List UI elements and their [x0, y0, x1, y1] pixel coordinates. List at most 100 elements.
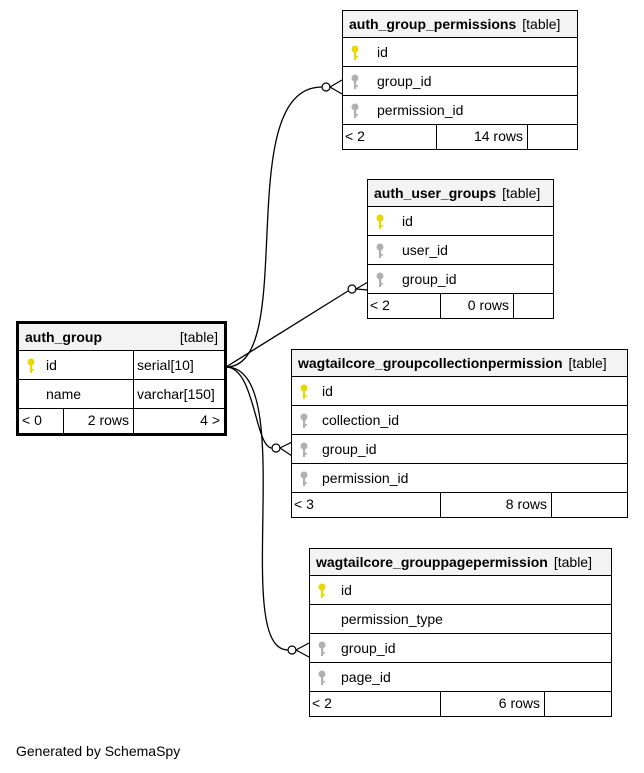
column-name: name: [46, 386, 82, 402]
column-name: id: [377, 44, 388, 60]
column-name: user_id: [402, 242, 448, 258]
column-type: serial[10]: [133, 351, 194, 379]
parents-count[interactable]: < 2: [345, 128, 365, 144]
foreign-key-icon: [300, 471, 308, 486]
foreign-key-icon: [318, 641, 326, 656]
table-name: auth_group: [25, 329, 102, 345]
table-footer: < 2 14 rows: [343, 125, 577, 149]
table-header: auth_group_permissions [table]: [343, 11, 577, 38]
link-crowfoot: [354, 281, 369, 291]
table-wagtailcore-grouppagepermission[interactable]: wagtailcore_grouppagepermission [table] i…: [309, 548, 612, 717]
row-count: 6 rows: [440, 692, 544, 716]
table-header: auth_group [table]: [19, 324, 224, 351]
table-type: [table]: [568, 355, 607, 371]
link-auth-group-permissions: [225, 86, 323, 368]
link-end-circle: [321, 82, 331, 92]
table-footer: < 2 6 rows: [310, 692, 611, 716]
link-crowfoot: [278, 441, 293, 457]
children-count: [513, 294, 553, 318]
primary-key-icon: [27, 358, 35, 373]
table-type: [table]: [553, 554, 592, 570]
column-row[interactable]: id: [368, 207, 553, 236]
table-auth-user-groups[interactable]: auth_user_groups [table] id user_id group…: [367, 179, 554, 319]
foreign-key-icon: [351, 74, 359, 89]
parents-count[interactable]: < 2: [312, 695, 332, 711]
children-count: [527, 125, 577, 149]
primary-key-icon: [318, 583, 326, 598]
foreign-key-icon: [376, 243, 384, 258]
column-name: collection_id: [322, 412, 400, 428]
table-header: wagtailcore_grouppagepermission [table]: [310, 549, 611, 576]
table-name: auth_group_permissions: [349, 16, 517, 32]
link-grouppagepermission: [225, 366, 289, 651]
column-row[interactable]: group_id: [343, 67, 577, 96]
column-row[interactable]: id: [343, 38, 577, 67]
table-name: wagtailcore_groupcollectionpermission: [298, 355, 563, 371]
primary-key-icon: [351, 45, 359, 60]
column-row[interactable]: id serial[10]: [19, 351, 224, 380]
children-count: [551, 493, 627, 517]
parents-count[interactable]: < 3: [294, 496, 314, 512]
table-name: wagtailcore_grouppagepermission: [316, 554, 548, 570]
primary-key-icon: [376, 214, 384, 229]
column-name: permission_type: [341, 611, 443, 627]
foreign-key-icon: [351, 103, 359, 118]
link-crowfoot: [294, 642, 310, 658]
link-end-circle: [271, 443, 281, 453]
foreign-key-icon: [376, 272, 384, 287]
foreign-key-icon: [300, 442, 308, 457]
parents-count[interactable]: < 0: [22, 412, 42, 428]
column-row[interactable]: group_id: [292, 435, 627, 464]
column-name: group_id: [322, 441, 377, 457]
link-groupcollectionpermission: [225, 366, 273, 449]
children-count: [544, 692, 611, 716]
table-type: [table]: [179, 329, 218, 345]
link-end-circle: [347, 284, 357, 294]
column-row[interactable]: group_id: [368, 265, 553, 294]
table-type: [table]: [522, 16, 561, 32]
children-count[interactable]: 4 >: [133, 409, 224, 433]
column-type: varchar[150]: [133, 380, 215, 408]
column-row[interactable]: id: [310, 576, 611, 605]
column-name: permission_id: [322, 470, 409, 486]
column-row[interactable]: collection_id: [292, 406, 627, 435]
foreign-key-icon: [318, 670, 326, 685]
column-name: id: [341, 582, 352, 598]
table-footer: < 2 0 rows: [368, 294, 553, 318]
table-header: wagtailcore_groupcollectionpermission [ta…: [292, 350, 627, 377]
table-auth-group[interactable]: auth_group [table] id serial[10] name var…: [16, 321, 227, 436]
column-row[interactable]: permission_id: [292, 464, 627, 493]
column-name: id: [402, 213, 413, 229]
table-footer: < 0 2 rows 4 >: [19, 409, 224, 433]
column-row[interactable]: group_id: [310, 634, 611, 663]
link-crowfoot: [328, 79, 343, 95]
table-type: [table]: [502, 185, 541, 201]
column-row[interactable]: page_id: [310, 663, 611, 692]
table-name: auth_user_groups: [374, 185, 497, 201]
column-name: group_id: [402, 271, 457, 287]
column-row[interactable]: id: [292, 377, 627, 406]
row-count: 8 rows: [440, 493, 551, 517]
column-name: group_id: [377, 73, 432, 89]
row-count: 2 rows: [63, 409, 133, 433]
table-auth-group-permissions[interactable]: auth_group_permissions [table] id group_i…: [342, 10, 578, 150]
column-row[interactable]: user_id: [368, 236, 553, 265]
row-count: 14 rows: [436, 125, 527, 149]
column-name: group_id: [341, 640, 396, 656]
table-footer: < 3 8 rows: [292, 493, 627, 517]
table-header: auth_user_groups [table]: [368, 180, 553, 207]
row-count: 0 rows: [440, 294, 513, 318]
foreign-key-icon: [300, 413, 308, 428]
parents-count[interactable]: < 2: [370, 297, 390, 313]
column-row[interactable]: name varchar[150]: [19, 380, 224, 409]
column-name: permission_id: [377, 102, 464, 118]
table-wagtailcore-groupcollectionpermission[interactable]: wagtailcore_groupcollectionpermission [ta…: [291, 349, 628, 518]
generated-by-label: Generated by SchemaSpy: [16, 743, 181, 759]
column-row[interactable]: permission_id: [343, 96, 577, 125]
column-name: page_id: [341, 669, 391, 685]
primary-key-icon: [300, 384, 308, 399]
column-name: id: [46, 357, 57, 373]
column-name: id: [322, 383, 333, 399]
column-row[interactable]: permission_type: [310, 605, 611, 634]
